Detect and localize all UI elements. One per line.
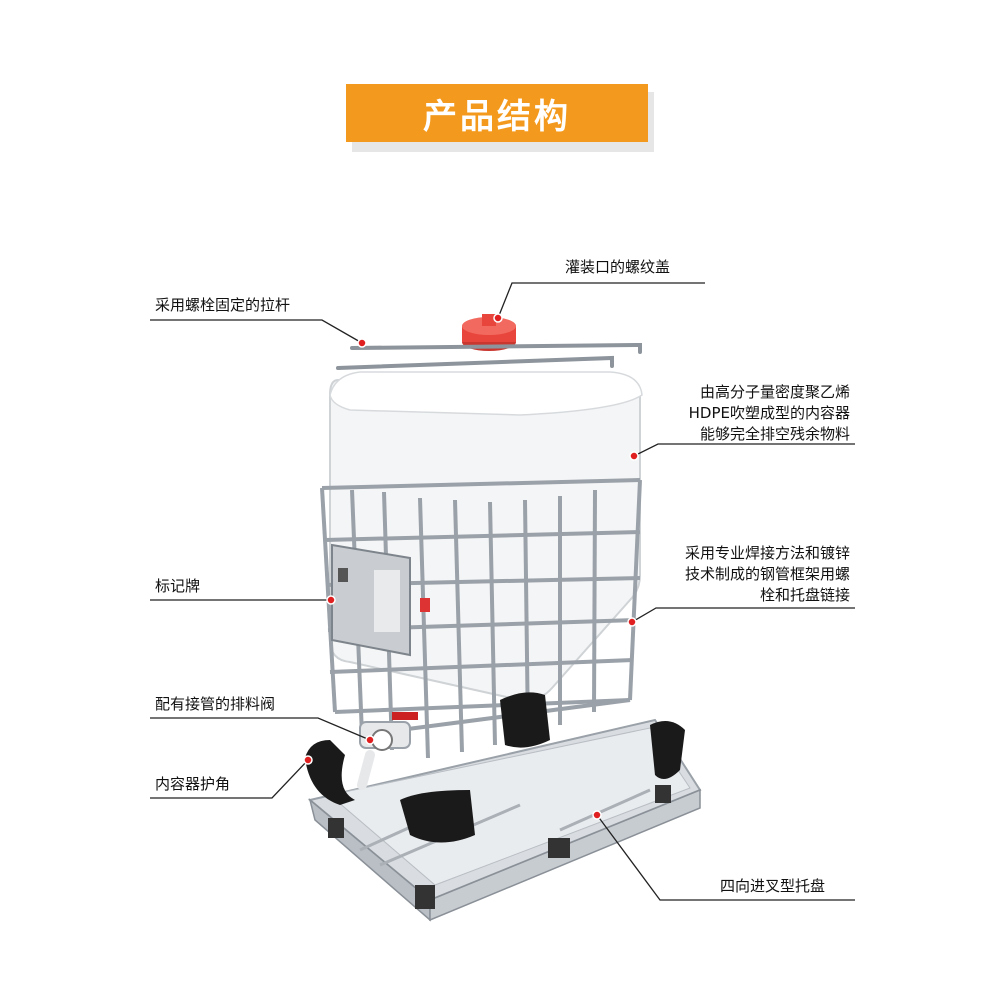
leader-pallet [596,814,855,901]
label-inner-container: 由高分子量密度聚乙烯 HDPE吹塑成型的内容器 能够完全排空残余物料 [688,383,850,443]
label-frame: 采用专业焊接方法和镀锌 技术制成的钢管框架用螺 栓和托盘链接 [684,544,850,604]
corner-guards [305,692,685,843]
thread-cap-icon [462,314,516,351]
label-pallet: 四向进叉型托盘 [720,877,826,895]
nameplate-icon [331,543,430,657]
label-corner-guard: 内容器护角 [155,775,231,793]
callout-dots [303,313,639,820]
leader-inner-container [633,443,855,457]
page-title: 产品结构 [346,84,648,142]
leader-valve [150,717,371,741]
drain-valve-icon [357,712,418,790]
leader-lines [150,282,855,901]
tie-rods [336,342,642,370]
leader-tie-rod [150,319,363,344]
leader-frame [631,607,855,623]
label-thread-cap: 灌装口的螺纹盖 [565,258,671,276]
steel-cage-frame [320,478,642,759]
label-nameplate: 标记牌 [155,577,201,595]
leader-thread-cap [497,282,705,319]
label-valve: 配有接管的排料阀 [155,695,276,713]
leader-corner-guard [150,759,309,799]
pallet [307,718,702,922]
label-tie-rod: 采用螺栓固定的拉杆 [155,296,291,314]
